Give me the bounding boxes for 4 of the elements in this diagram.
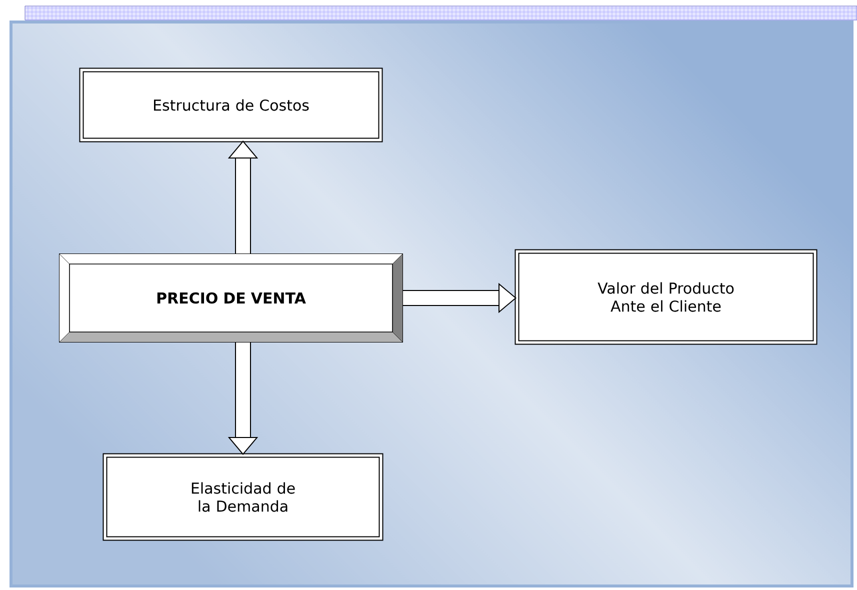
bevel-box: PRECIO DE VENTA — [59, 254, 403, 342]
double-border-box: Elasticidad de la Demanda — [102, 453, 384, 541]
double-border-box: Estructura de Costos — [79, 68, 383, 142]
double-border-box: Valor del Producto Ante el Cliente — [514, 249, 818, 345]
